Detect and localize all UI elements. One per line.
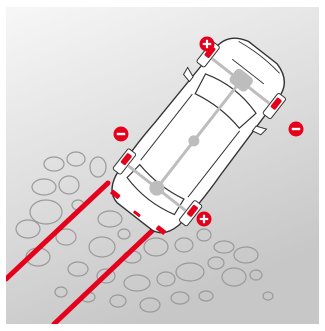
minus-icon [114,127,129,142]
plus-icon [197,212,212,227]
illustration-frame [6,7,319,324]
minus-icon [289,122,304,137]
vehicle-stability-diagram [6,7,319,324]
plus-icon [200,37,215,52]
